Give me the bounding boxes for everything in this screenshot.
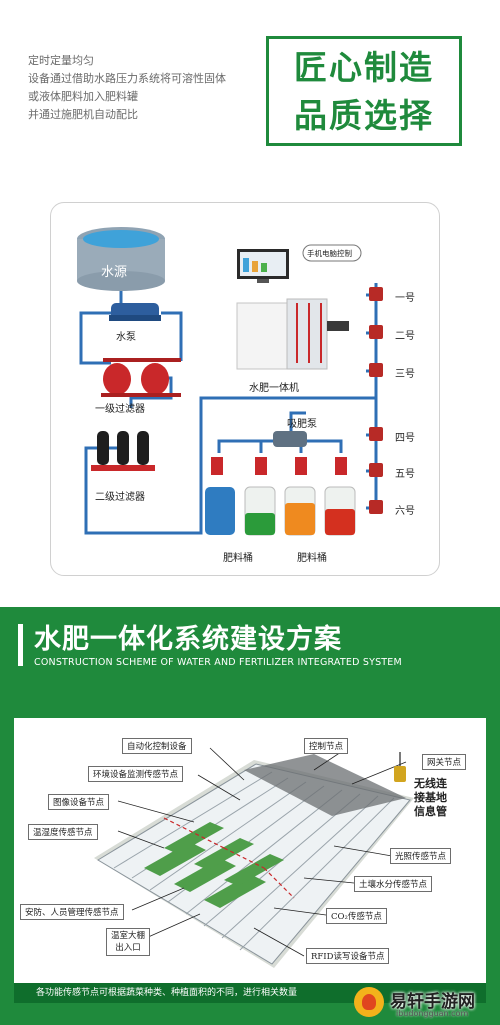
entrance-line: 出入口 xyxy=(115,943,141,953)
wireless-line: 信息管 xyxy=(414,805,447,818)
signal-lines xyxy=(163,817,295,899)
wireless-line: 无线连 xyxy=(414,777,447,790)
intro-line: 设备通过借助水路压力系统将可溶性固体 xyxy=(28,72,226,85)
control-monitor xyxy=(237,249,289,283)
suction-pump-label: 吸肥泵 xyxy=(287,419,317,430)
pump-label: 水泵 xyxy=(116,332,136,343)
pipe-network xyxy=(79,265,378,535)
gateway-device xyxy=(394,752,406,782)
zone-label: 一号 xyxy=(395,293,415,304)
slogan-box: 匠心制造 品质选择 xyxy=(266,36,462,146)
system-diagram xyxy=(77,227,383,536)
secondary-filter-label: 二级过滤器 xyxy=(95,492,145,503)
slogan-line-2: 品质选择 xyxy=(294,96,434,135)
water-source-label: 水源 xyxy=(101,265,128,280)
water-pump xyxy=(109,303,161,321)
label-image-node: 图像设备节点 xyxy=(48,794,110,810)
label-co2: CO₂传感节点 xyxy=(326,908,387,924)
intro-line: 或液体肥料加入肥料罐 xyxy=(28,90,138,103)
label-temp-humidity: 温湿度传感节点 xyxy=(28,824,98,840)
bucket-label: 肥料桶 xyxy=(297,553,327,564)
fertilizer-buckets xyxy=(205,486,356,536)
site-watermark: 易轩手游网 ibudongguan.com xyxy=(344,985,500,1025)
watermark-name: 易轩手游网 xyxy=(390,992,475,1012)
label-auto-control: 自动化控制设备 xyxy=(122,738,192,754)
leader-lines xyxy=(117,747,407,957)
fertigation-machine xyxy=(236,298,349,370)
label-gateway-node: 网关节点 xyxy=(422,754,467,770)
bucket-valves xyxy=(211,457,347,475)
intro-line: 定时定量均匀 xyxy=(28,54,94,67)
primary-filter-tanks xyxy=(101,358,181,397)
intro-line: 并通过施肥机自动配比 xyxy=(28,108,138,121)
crop-beds xyxy=(144,822,284,908)
zone-label: 六号 xyxy=(395,506,415,517)
watermark-url: ibudongguan.com xyxy=(396,1009,469,1018)
system-diagram-panel: 水源 水泵 一级过滤器 二级过滤器 手机电脑控制 水肥一体机 吸肥泵 肥料桶 肥… xyxy=(50,202,440,576)
phone-control-bubble xyxy=(302,244,362,262)
phone-control-label: 手机电脑控制 xyxy=(307,249,352,258)
label-rfid: RFID读写设备节点 xyxy=(306,948,390,964)
slogan-line-1: 匠心制造 xyxy=(294,48,434,87)
bucket-label: 肥料桶 xyxy=(223,553,253,564)
machine-label: 水肥一体机 xyxy=(249,383,299,394)
watermark-logo-icon xyxy=(354,987,384,1017)
zone-label: 四号 xyxy=(395,433,415,444)
label-security: 安防、人员管理传感节点 xyxy=(20,904,124,920)
label-soil-moisture: 土壤水分传感节点 xyxy=(354,876,433,892)
intro-text: 定时定量均匀 设备通过借助水路压力系统将可溶性固体 或液体肥料加入肥料罐 并通过… xyxy=(28,52,268,124)
greenhouse-scene: 自动化控制设备 控制节点 网关节点 无线连 接基地 信息管 环境设备监测传感节点… xyxy=(14,718,486,1000)
zone-label: 三号 xyxy=(395,369,415,380)
section-subtitle: CONSTRUCTION SCHEME OF WATER AND FERTILI… xyxy=(34,657,402,668)
zone-valves xyxy=(369,287,383,514)
suction-pump xyxy=(273,431,307,447)
zone-label: 二号 xyxy=(395,331,415,342)
secondary-filter xyxy=(91,431,155,471)
title-accent-bar xyxy=(18,624,23,666)
primary-filter-label: 一级过滤器 xyxy=(95,404,145,415)
water-source-tank xyxy=(77,227,165,291)
label-light-sensor: 光照传感节点 xyxy=(390,848,452,864)
zone-label: 五号 xyxy=(395,469,415,480)
label-entrance: 温室大棚 出入口 xyxy=(106,928,151,956)
wireless-line: 接基地 xyxy=(414,791,447,804)
label-env-monitor: 环境设备监测传感节点 xyxy=(88,766,184,782)
greenhouse-illustration xyxy=(94,747,414,968)
entrance-line: 温室大棚 xyxy=(111,931,146,941)
label-control-node: 控制节点 xyxy=(304,738,349,754)
label-wireless: 无线连 接基地 信息管 xyxy=(410,776,451,820)
section-title: 水肥一体化系统建设方案 xyxy=(34,624,342,655)
